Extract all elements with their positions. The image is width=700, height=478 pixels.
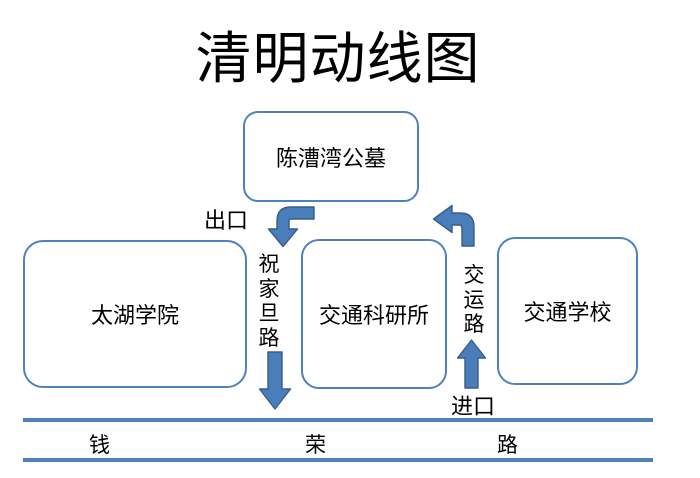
node-traffic-school-label: 交通学校 xyxy=(523,300,612,325)
entrance-up-arrow-icon xyxy=(456,339,487,389)
qianrong-road-char: 钱 xyxy=(89,433,110,457)
qianrong-road-char: 荣 xyxy=(305,433,326,457)
exit-label: 出口 xyxy=(204,208,249,233)
zhujiadan-road-label: 祝家旦路 xyxy=(258,252,280,350)
node-taihu-college-label: 太湖学院 xyxy=(90,303,179,328)
exit-down-arrow-icon xyxy=(258,351,292,410)
entrance-label: 进口 xyxy=(451,394,496,419)
node-traffic-research-institute-label: 交通科研所 xyxy=(318,303,429,328)
node-cemetery-label: 陈漕湾公墓 xyxy=(275,145,386,171)
node-taihu-college: 太湖学院 xyxy=(23,240,247,388)
qianrong-road-bottom-line xyxy=(23,458,653,462)
qianrong-road-top-line xyxy=(23,418,653,422)
node-traffic-school: 交通学校 xyxy=(497,237,638,385)
jiaoyun-road-label: 交运路 xyxy=(463,263,485,337)
exit-elbow-arrow-icon xyxy=(267,206,315,248)
node-traffic-research-institute: 交通科研所 xyxy=(301,239,447,389)
node-cemetery: 陈漕湾公墓 xyxy=(243,111,419,202)
page-title: 清明动线图 xyxy=(195,29,481,91)
qianrong-road-char: 路 xyxy=(497,433,518,457)
entrance-elbow-arrow-icon xyxy=(432,204,475,247)
